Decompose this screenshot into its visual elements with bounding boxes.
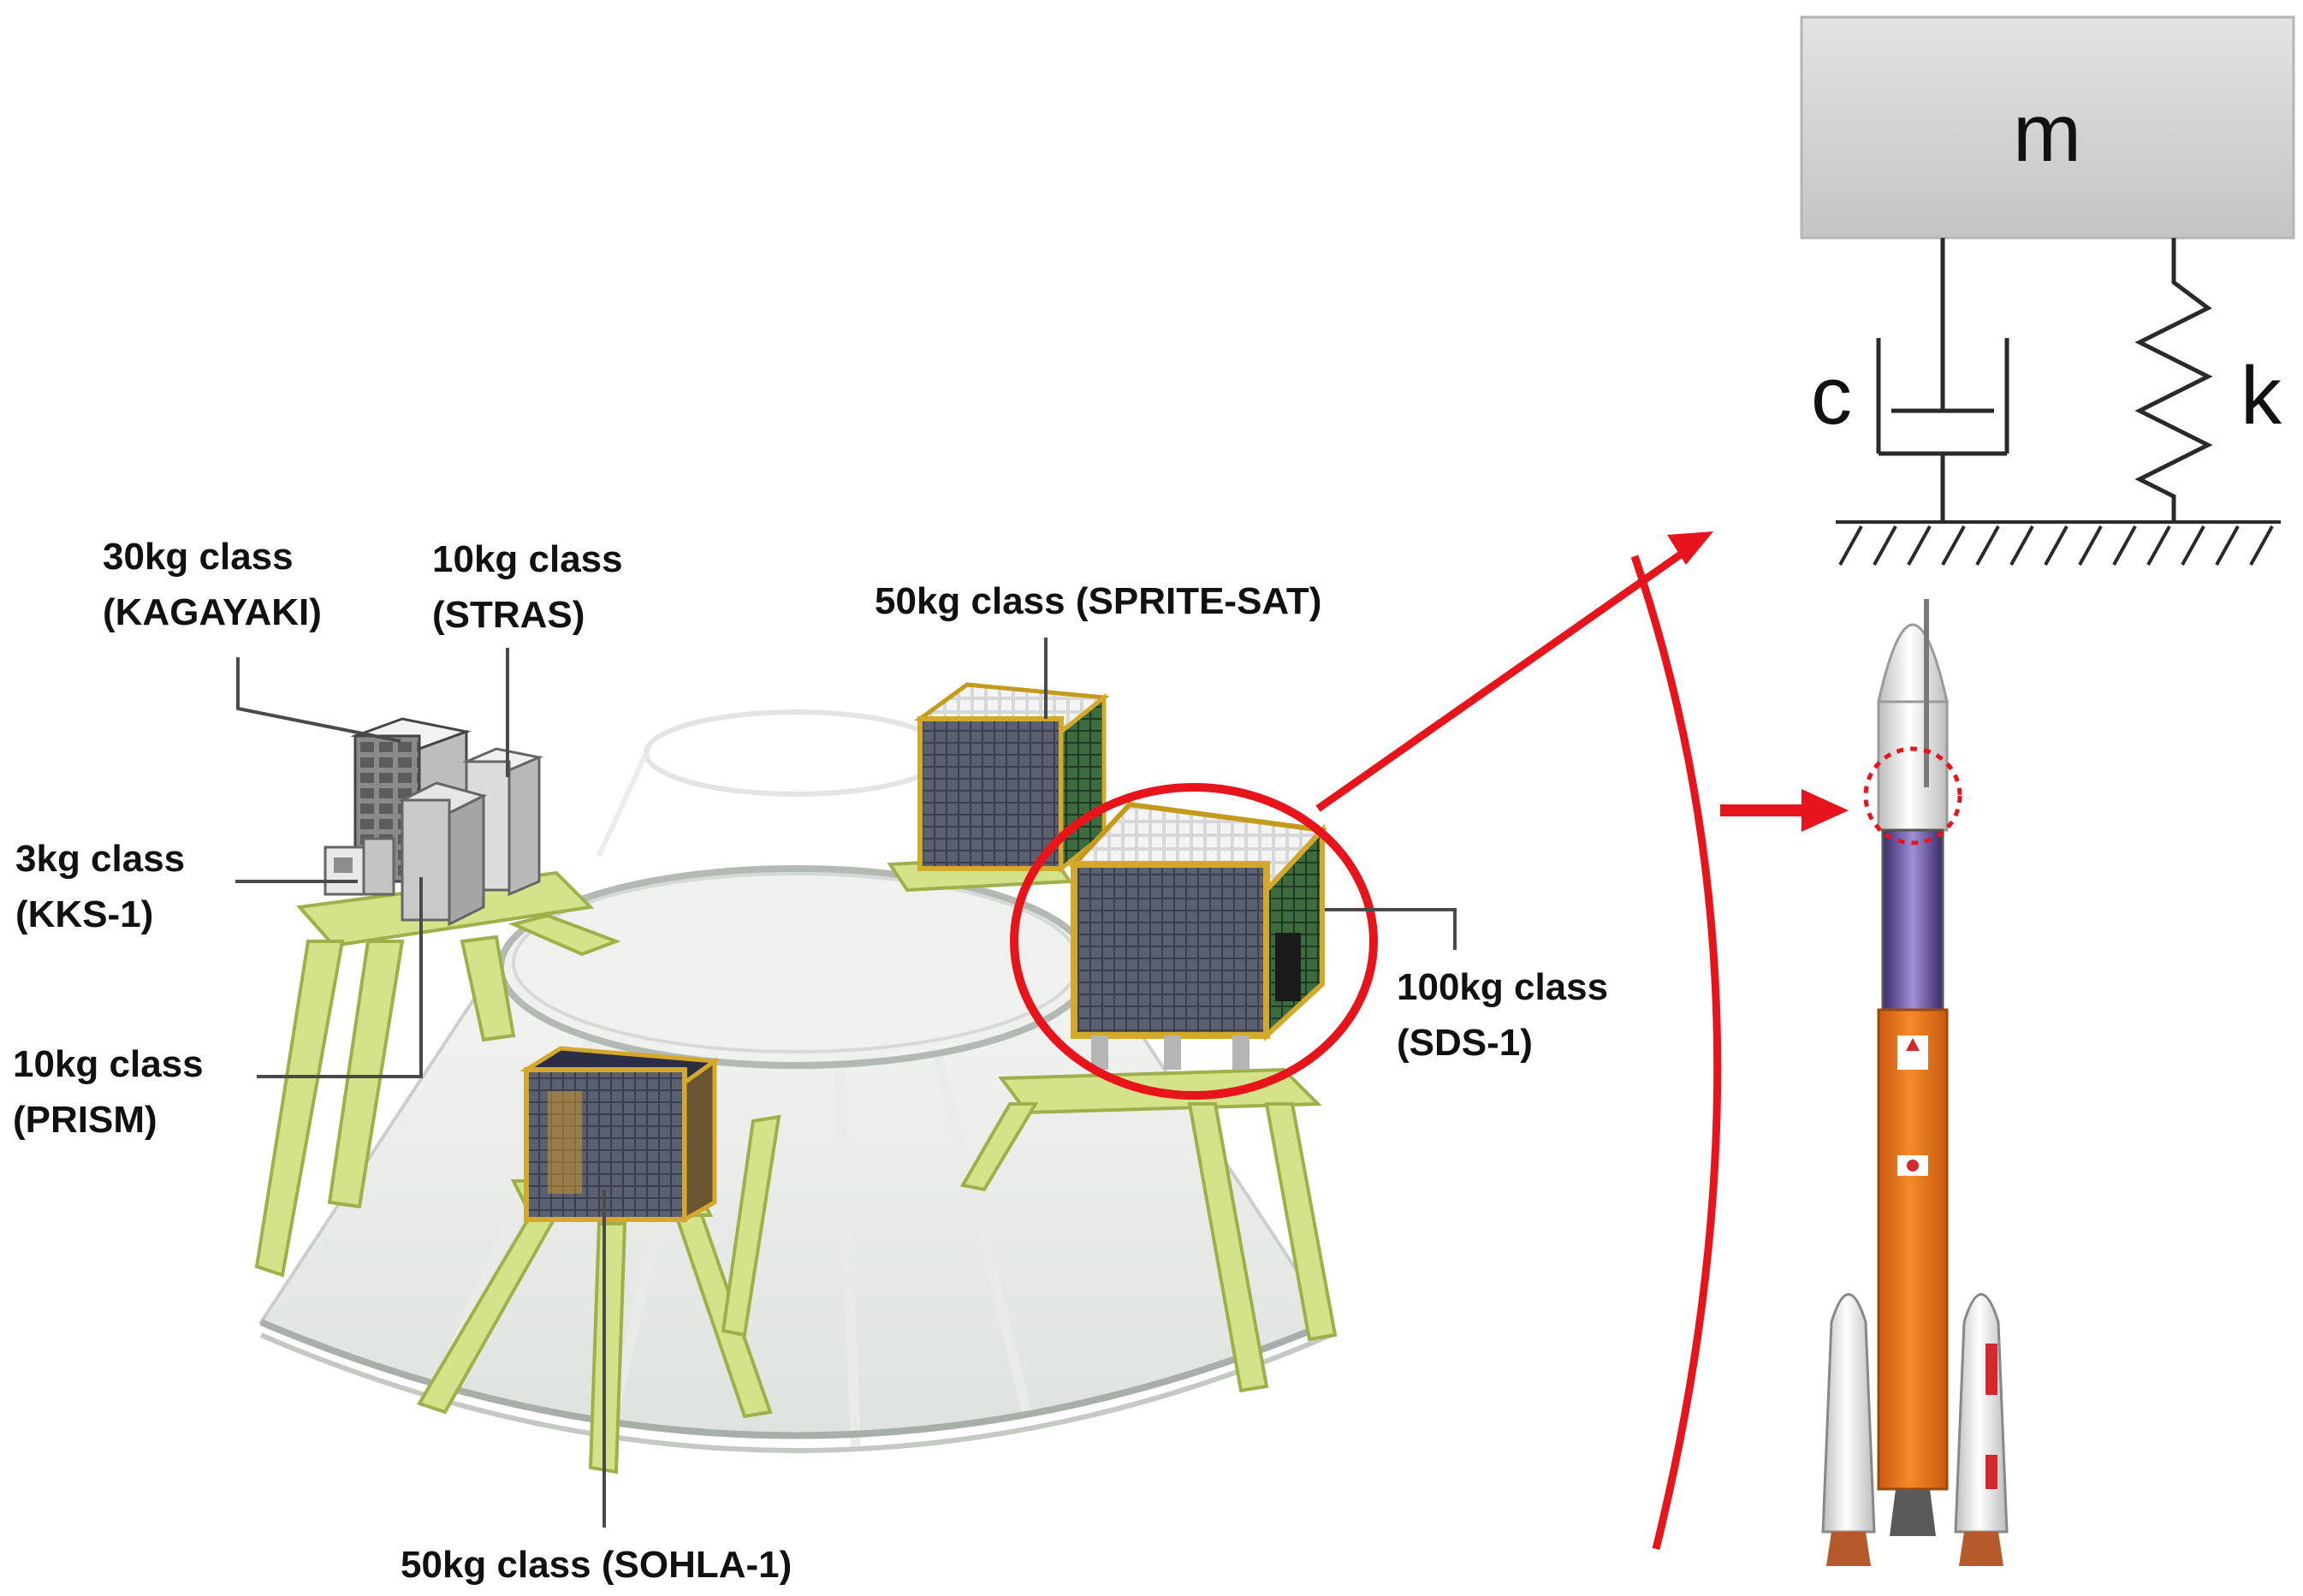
svg-text:50kg class (SOHLA-1): 50kg class (SOHLA-1) bbox=[401, 1544, 792, 1586]
svg-text:(STRAS): (STRAS) bbox=[432, 594, 585, 636]
bracket-arc bbox=[1630, 555, 1722, 1551]
mass-symbol: m bbox=[2013, 87, 2081, 179]
rocket-illustration bbox=[1821, 599, 2009, 1566]
mass-spring-damper-model: m c k bbox=[1800, 15, 2295, 566]
zoom-arrow-line bbox=[1315, 544, 1693, 812]
label-kagayaki: 30kg class (KAGAYAKI) bbox=[103, 536, 322, 633]
label-sds1: 100kg class (SDS-1) bbox=[1397, 966, 1608, 1064]
launch-adapter-illustration bbox=[254, 682, 1338, 1474]
svg-text:30kg class: 30kg class bbox=[103, 536, 294, 578]
label-sohla1: 50kg class (SOHLA-1) bbox=[401, 1544, 792, 1586]
svg-text:50kg class (SPRITE-SAT): 50kg class (SPRITE-SAT) bbox=[875, 580, 1321, 622]
stras-satellite bbox=[461, 747, 544, 897]
svg-text:(PRISM): (PRISM) bbox=[13, 1099, 157, 1141]
svg-text:(KKS-1): (KKS-1) bbox=[15, 893, 153, 935]
svg-text:(SDS-1): (SDS-1) bbox=[1397, 1022, 1533, 1064]
label-prism: 10kg class (PRISM) bbox=[13, 1043, 204, 1141]
label-kks1: 3kg class (KKS-1) bbox=[15, 838, 185, 935]
svg-text:(KAGAYAKI): (KAGAYAKI) bbox=[103, 591, 322, 633]
spring-icon bbox=[2134, 238, 2213, 522]
sds1-highlight-circle bbox=[1010, 783, 1378, 1100]
sohla1-satellite bbox=[519, 1046, 721, 1224]
kks1-satellite bbox=[323, 837, 395, 896]
highlight-annotations bbox=[1010, 531, 1849, 1551]
ground-hatch bbox=[1836, 520, 2281, 566]
prism-satellite bbox=[398, 781, 488, 927]
spring-symbol: k bbox=[2241, 350, 2282, 442]
sprite-sat-satellite bbox=[914, 682, 1110, 874]
sds1-satellite bbox=[1068, 801, 1328, 1070]
svg-text:3kg class: 3kg class bbox=[15, 838, 185, 880]
label-sprite-sat: 50kg class (SPRITE-SAT) bbox=[875, 580, 1321, 622]
mass-block bbox=[1800, 15, 2295, 240]
leader-lines bbox=[235, 638, 1457, 1528]
damper-icon bbox=[1876, 238, 2009, 522]
damper-symbol: c bbox=[1811, 350, 1852, 442]
svg-text:10kg class: 10kg class bbox=[13, 1043, 204, 1085]
svg-text:10kg class: 10kg class bbox=[432, 538, 623, 580]
zoom-arrowhead bbox=[1667, 531, 1713, 565]
payload-location-circle bbox=[1863, 746, 1962, 845]
rocket-pointer-arrowhead bbox=[1801, 789, 1849, 832]
label-stras: 10kg class (STRAS) bbox=[432, 538, 623, 636]
svg-text:100kg class: 100kg class bbox=[1397, 966, 1608, 1008]
